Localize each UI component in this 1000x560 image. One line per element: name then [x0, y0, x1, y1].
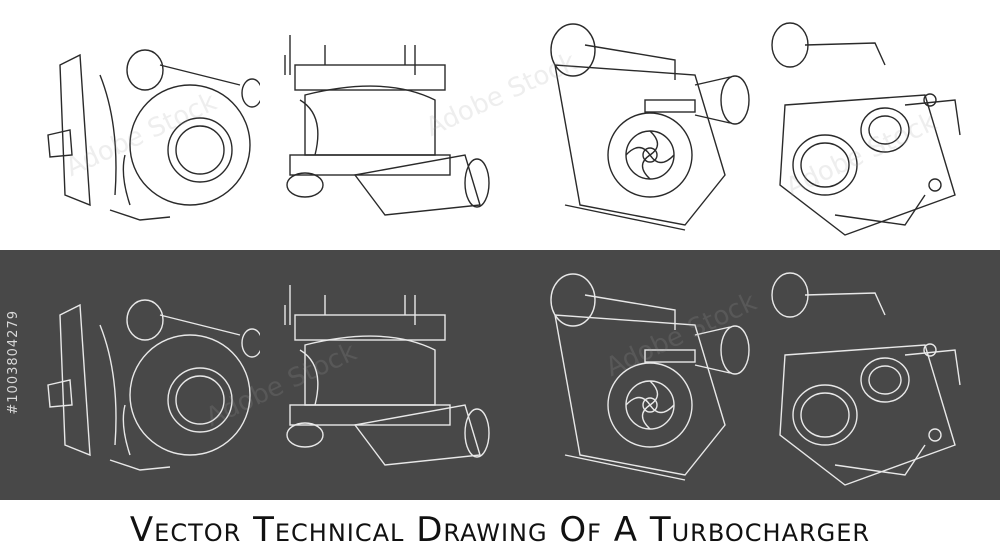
turbo-drawing-three-quarter	[755, 5, 995, 245]
turbo-drawing-front-left	[20, 5, 260, 245]
caption-title: Vector Technical Drawing Of A Turbocharg…	[129, 510, 871, 550]
turbo-drawing-front-left-inverted	[20, 255, 260, 495]
stock-id-label: #1003804279	[6, 310, 21, 415]
turbo-drawing-compressor-front-inverted	[525, 255, 765, 495]
top-drawing-band	[0, 0, 1000, 250]
dark-drawing-band	[0, 250, 1000, 500]
turbo-drawing-side-left	[265, 5, 505, 245]
turbo-drawing-compressor-front	[525, 5, 765, 245]
turbo-drawing-three-quarter-inverted	[755, 255, 995, 495]
caption-band: Vector Technical Drawing Of A Turbocharg…	[0, 500, 1000, 560]
turbo-drawing-side-left-inverted	[265, 255, 505, 495]
